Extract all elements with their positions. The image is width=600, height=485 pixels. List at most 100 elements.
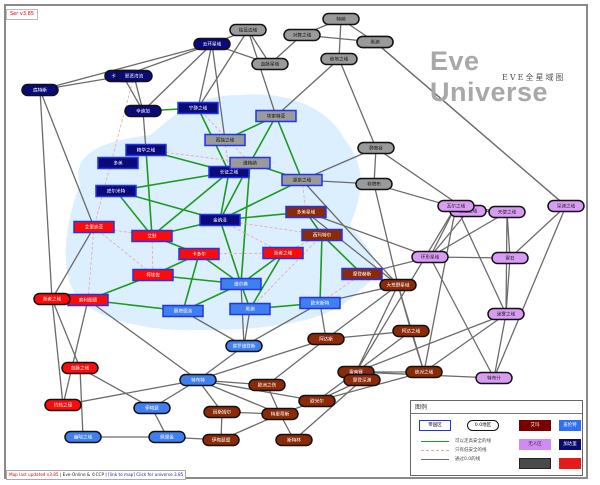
- region-node[interactable]: 辛迪加: [124, 104, 162, 118]
- region-node[interactable]: 宁静之域: [177, 101, 219, 115]
- region-node[interactable]: 伊梅瑟: [133, 401, 171, 415]
- region-node[interactable]: 静寂谷: [357, 141, 395, 155]
- region-node-shape[interactable]: [357, 141, 395, 155]
- region-node[interactable]: 阿达斯: [307, 332, 345, 346]
- region-node[interactable]: 摩登赫斯: [341, 267, 383, 281]
- region-node[interactable]: 伊梅瑟盟: [202, 433, 240, 447]
- region-node[interactable]: 黑渊: [229, 302, 271, 316]
- region-node[interactable]: 精华之域: [125, 143, 167, 157]
- region-node[interactable]: 因斯姆尔: [203, 405, 241, 419]
- region-node[interactable]: 佩里金: [148, 430, 186, 444]
- region-node[interactable]: 欧米尔: [298, 394, 336, 408]
- region-node[interactable]: 特纳: [322, 12, 360, 26]
- region-node[interactable]: 邪恶湾流: [115, 69, 153, 83]
- region-node-shape[interactable]: [199, 213, 241, 227]
- region-node-shape[interactable]: [341, 267, 383, 281]
- region-node-shape[interactable]: [61, 361, 99, 375]
- region-node-shape[interactable]: [248, 378, 286, 392]
- region-node[interactable]: 维尔弗: [220, 277, 262, 291]
- region-node[interactable]: 特布什: [475, 371, 513, 385]
- region-node-shape[interactable]: [379, 278, 417, 292]
- region-node-shape[interactable]: [202, 433, 240, 447]
- region-node-shape[interactable]: [229, 156, 271, 170]
- region-node-shape[interactable]: [225, 339, 263, 353]
- region-node-shape[interactable]: [356, 35, 394, 49]
- region-node[interactable]: 血脉之域: [61, 361, 99, 375]
- region-node-shape[interactable]: [355, 177, 393, 191]
- region-node-shape[interactable]: [133, 401, 171, 415]
- region-node-shape[interactable]: [281, 173, 323, 187]
- region-node[interactable]: 柯埃佐: [132, 268, 174, 282]
- region-node[interactable]: 源泉之域: [281, 173, 323, 187]
- region-node-shape[interactable]: [193, 37, 231, 51]
- region-node[interactable]: 逝者之域: [33, 292, 71, 306]
- region-node[interactable]: 金纳泽: [199, 213, 241, 227]
- region-node-shape[interactable]: [33, 292, 71, 306]
- region-node[interactable]: 孤独之域: [204, 133, 246, 147]
- region-node-shape[interactable]: [255, 109, 297, 123]
- region-node[interactable]: 欧米斯特: [299, 296, 341, 310]
- region-node[interactable]: 卡多尔: [178, 247, 220, 261]
- region-node-shape[interactable]: [275, 433, 313, 447]
- region-node[interactable]: 欧洲之伤: [248, 378, 286, 392]
- region-node-shape[interactable]: [178, 247, 220, 261]
- region-node[interactable]: 索利图德: [67, 293, 109, 307]
- region-node-shape[interactable]: [229, 23, 267, 37]
- region-node-shape[interactable]: [208, 165, 250, 179]
- region-node[interactable]: 维格纳: [229, 156, 271, 170]
- region-node-shape[interactable]: [320, 52, 358, 66]
- region-node-shape[interactable]: [307, 332, 345, 346]
- region-node-shape[interactable]: [343, 373, 381, 387]
- region-node[interactable]: 血脉星域: [251, 57, 289, 71]
- region-node[interactable]: 幽暗之域: [64, 430, 102, 444]
- region-node-shape[interactable]: [124, 104, 162, 118]
- footer-universe-link[interactable]: Click for universe 3.85: [134, 472, 184, 477]
- region-node[interactable]: 天使之域: [488, 205, 526, 219]
- region-node[interactable]: 绝地之域: [320, 52, 358, 66]
- region-node-shape[interactable]: [475, 371, 513, 385]
- region-node[interactable]: 艾默: [131, 229, 173, 243]
- region-node[interactable]: 瓦尔之域: [437, 199, 475, 213]
- region-node[interactable]: 艾里迪亚: [73, 220, 115, 234]
- region-node-shape[interactable]: [487, 307, 525, 321]
- region-node-shape[interactable]: [44, 398, 82, 412]
- region-node-shape[interactable]: [179, 373, 217, 387]
- region-node-shape[interactable]: [115, 69, 153, 83]
- region-node[interactable]: 逝者之域: [262, 246, 304, 260]
- region-node-shape[interactable]: [21, 83, 59, 97]
- region-node-shape[interactable]: [251, 57, 289, 71]
- region-node-shape[interactable]: [437, 199, 475, 213]
- region-node[interactable]: 西玛特尔: [301, 228, 343, 242]
- region-node-shape[interactable]: [392, 324, 430, 338]
- region-node[interactable]: 赛塔德洛: [162, 304, 204, 318]
- region-node-shape[interactable]: [64, 430, 102, 444]
- region-node[interactable]: 摩登深渊: [343, 373, 381, 387]
- region-node[interactable]: 底特斯: [21, 83, 59, 97]
- region-node[interactable]: 特里蒂斯: [261, 407, 299, 421]
- region-node-shape[interactable]: [405, 365, 443, 379]
- region-node-shape[interactable]: [262, 246, 304, 260]
- region-node[interactable]: 雷石: [491, 251, 529, 265]
- region-node-shape[interactable]: [132, 268, 174, 282]
- region-node-shape[interactable]: [488, 205, 526, 219]
- region-node-shape[interactable]: [229, 302, 271, 316]
- region-node[interactable]: 特布特: [179, 373, 217, 387]
- region-node[interactable]: 普罗维登斯: [225, 339, 263, 353]
- region-node[interactable]: 对舞之域: [283, 28, 321, 42]
- region-node[interactable]: 埃索特亚: [255, 109, 297, 123]
- region-node-shape[interactable]: [220, 277, 262, 291]
- region-node[interactable]: 钴蓝边域: [229, 23, 267, 37]
- region-node-shape[interactable]: [125, 143, 167, 157]
- region-node[interactable]: 灼热之径: [44, 398, 82, 412]
- region-node-shape[interactable]: [162, 304, 204, 318]
- region-node-shape[interactable]: [547, 199, 585, 213]
- region-node-shape[interactable]: [411, 250, 449, 264]
- region-node[interactable]: 多美: [97, 156, 139, 170]
- region-node-shape[interactable]: [95, 184, 137, 198]
- region-node-shape[interactable]: [177, 101, 219, 115]
- region-node[interactable]: 大荒野星域: [379, 278, 417, 292]
- region-node-shape[interactable]: [491, 251, 529, 265]
- region-node[interactable]: 皮尔米特: [95, 184, 137, 198]
- region-node-shape[interactable]: [299, 296, 341, 310]
- region-node-shape[interactable]: [261, 407, 299, 421]
